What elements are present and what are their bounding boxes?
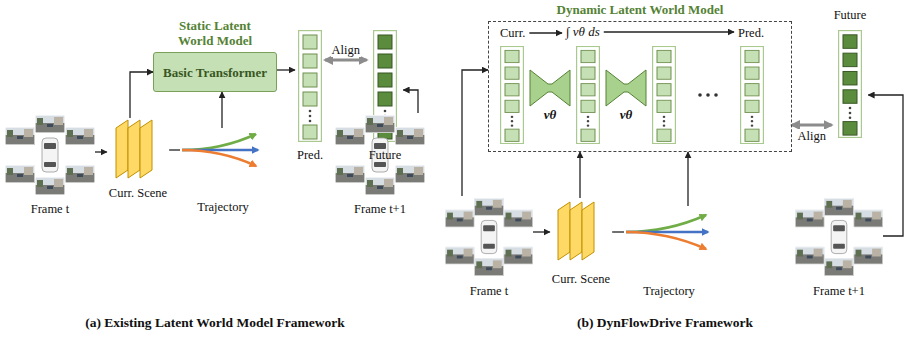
node-label: Pred. [297,148,323,162]
network-label: vθ [620,108,633,122]
subfigure-caption: (b) DynFlowDrive Framework [577,315,753,331]
camera-frame: Frame t [5,113,95,216]
node-label: Future [834,8,867,22]
flow-label: Pred. [738,26,764,40]
connector [462,70,488,196]
flow-arrow [604,31,734,32]
latent-column-node: Pred. [295,28,325,162]
camera-views [445,198,533,276]
dashed-frame [488,21,792,152]
node-label: Frame t+1 [354,202,406,216]
connector [612,231,624,232]
world-model-box: Static Latent World ModelBasic Transform… [153,18,277,92]
camera-frame: Frame t+1 [335,113,425,216]
panel-heading: Static Latent World Model [167,18,263,48]
edge-label: Align [331,43,361,57]
box-label: Basic Transformer [163,65,267,80]
camera-frame: Frame t+1 [795,196,883,298]
latent-column [839,31,862,138]
velocity-network [530,70,646,106]
camera-views [795,198,883,276]
transformer-box: Basic Transformer [153,52,277,92]
flow-arrow [529,32,562,33]
connector [868,95,903,236]
node-label: Future [369,148,402,162]
latent-column [299,31,322,142]
trajectory-node: Trajectory [624,206,714,298]
connector [95,151,107,152]
scene-features: Curr. Scene [550,198,612,286]
integral-label: ∫ vθ ds [566,25,600,39]
feature-maps [116,120,152,178]
edge-label: Align [797,129,827,143]
connector [579,152,580,198]
latent-column [653,47,676,144]
connector [130,72,153,118]
ellipsis-dots [698,93,718,97]
connector [221,92,222,128]
node-label: Frame t [470,284,509,298]
network-label: vθ [544,108,557,122]
trajectory-node: Trajectory [180,128,266,214]
node-label: Trajectory [197,200,249,214]
trajectory-fan [182,134,258,166]
connector [533,231,550,232]
world-model-group: Dynamic Latent World Model [488,2,792,152]
node-label: Trajectory [643,284,695,298]
node-label: Frame t [31,202,70,216]
group-title: Dynamic Latent World Model [557,2,724,18]
connector [169,149,180,150]
latent-column [577,47,600,144]
node-label: Frame t+1 [813,284,865,298]
camera-views [335,115,425,195]
subfigure-caption: (a) Existing Latent World Model Framewor… [85,315,345,331]
latent-column-node: Future [367,28,404,162]
latent-column-node: Future [832,8,869,140]
connector [687,152,688,206]
scene-features: Curr. Scene [107,118,169,200]
connector [403,90,418,113]
node-label: Curr. Scene [552,272,610,286]
camera-views [5,115,95,195]
camera-frame: Frame t [445,196,533,298]
node-label: Curr. Scene [109,186,167,200]
trajectory-fan [626,215,708,249]
align-arrow [792,124,832,127]
connector [277,69,295,70]
align-arrow [325,59,367,62]
feature-maps [558,202,594,260]
latent-column [741,47,764,144]
flow-label: Curr. [500,26,525,40]
latent-column [501,47,524,144]
